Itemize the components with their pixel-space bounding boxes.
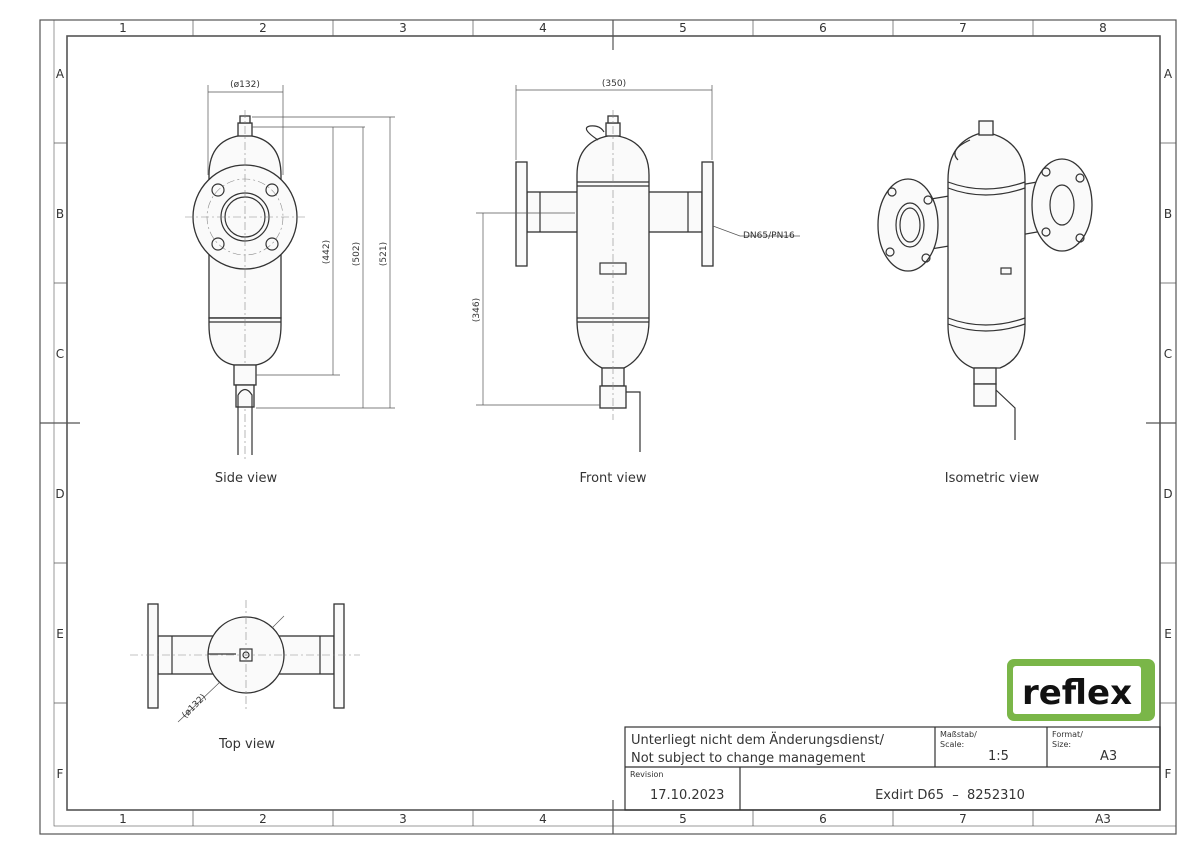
reflex-logo: reflex: [1007, 659, 1155, 721]
drawing-frame: 1 2 3 4 5 6 7 8 1 2 3 4 5 6 7 A3 A B C D…: [39, 19, 1177, 835]
grid-col-top: 1: [119, 21, 127, 35]
grid-col-top: 2: [259, 21, 267, 35]
grid-row-left: F: [57, 767, 64, 781]
dim-side-h1: (442): [322, 240, 332, 264]
grid-row-right: F: [1165, 767, 1172, 781]
grid-col-bottom: 4: [539, 812, 547, 826]
grid-col-top: 6: [819, 21, 827, 35]
scale-label-en: Scale:: [940, 740, 964, 749]
grid-row-left: D: [55, 487, 64, 501]
scale-label-de: Maßstab/: [940, 730, 977, 739]
grid-col-top: 5: [679, 21, 687, 35]
format-label-en: Size:: [1052, 740, 1071, 749]
logo-text: reflex: [1022, 673, 1132, 713]
grid-row-left: A: [56, 67, 65, 81]
format-value: A3: [1100, 749, 1117, 764]
grid-row-right: E: [1164, 627, 1172, 641]
note-line-2: Not subject to change management: [631, 751, 865, 766]
title-block: Unterliegt nicht dem Änderungsdienst/ No…: [624, 726, 1161, 811]
scale-value: 1:5: [988, 749, 1009, 764]
side-view-label: Side view: [215, 471, 278, 486]
grid-col-bottom: 5: [679, 812, 687, 826]
grid-col-top: 7: [959, 21, 967, 35]
grid-col-bottom: 2: [259, 812, 267, 826]
note-line-1: Unterliegt nicht dem Änderungsdienst/: [631, 732, 885, 748]
revision-date: 17.10.2023: [650, 788, 724, 803]
grid-col-top: 3: [399, 21, 407, 35]
grid-col-top: 8: [1099, 21, 1107, 35]
grid-row-right: C: [1164, 347, 1172, 361]
dim-front-height: (346): [472, 298, 482, 322]
front-view-label: Front view: [580, 471, 647, 486]
dim-side-width: (ø132): [230, 80, 260, 90]
isometric-view: Isometric view: [877, 120, 1093, 486]
grid-col-bottom: 6: [819, 812, 827, 826]
drawing-title: Exdirt D65 – 8252310: [875, 788, 1025, 803]
dim-front-width: (350): [602, 79, 626, 89]
flange-note: DN65/PN16: [743, 231, 795, 241]
grid-row-right: A: [1164, 67, 1173, 81]
format-label-de: Format/: [1052, 730, 1083, 739]
top-view: (ø132) Top view: [130, 600, 360, 752]
grid-col-bottom: A3: [1095, 812, 1111, 826]
top-view-label: Top view: [218, 737, 275, 752]
grid-col-bottom: 3: [399, 812, 407, 826]
grid-row-right: D: [1163, 487, 1172, 501]
grid-col-bottom: 1: [119, 812, 127, 826]
dim-top-diameter: (ø132): [181, 693, 209, 721]
revision-label: Revision: [630, 770, 663, 779]
isometric-view-label: Isometric view: [945, 471, 1040, 486]
grid-col-top: 4: [539, 21, 547, 35]
side-view: (ø132) (442) (502) (521) Side view: [185, 80, 395, 486]
grid-col-bottom: 7: [959, 812, 967, 826]
dim-side-h2: (502): [352, 242, 362, 266]
dim-side-h3: (521): [379, 242, 389, 266]
grid-row-right: B: [1164, 207, 1172, 221]
front-view: (350) (346) DN65/PN16 Front view: [472, 79, 800, 486]
grid-row-left: C: [56, 347, 64, 361]
grid-row-left: B: [56, 207, 64, 221]
grid-row-left: E: [56, 627, 64, 641]
